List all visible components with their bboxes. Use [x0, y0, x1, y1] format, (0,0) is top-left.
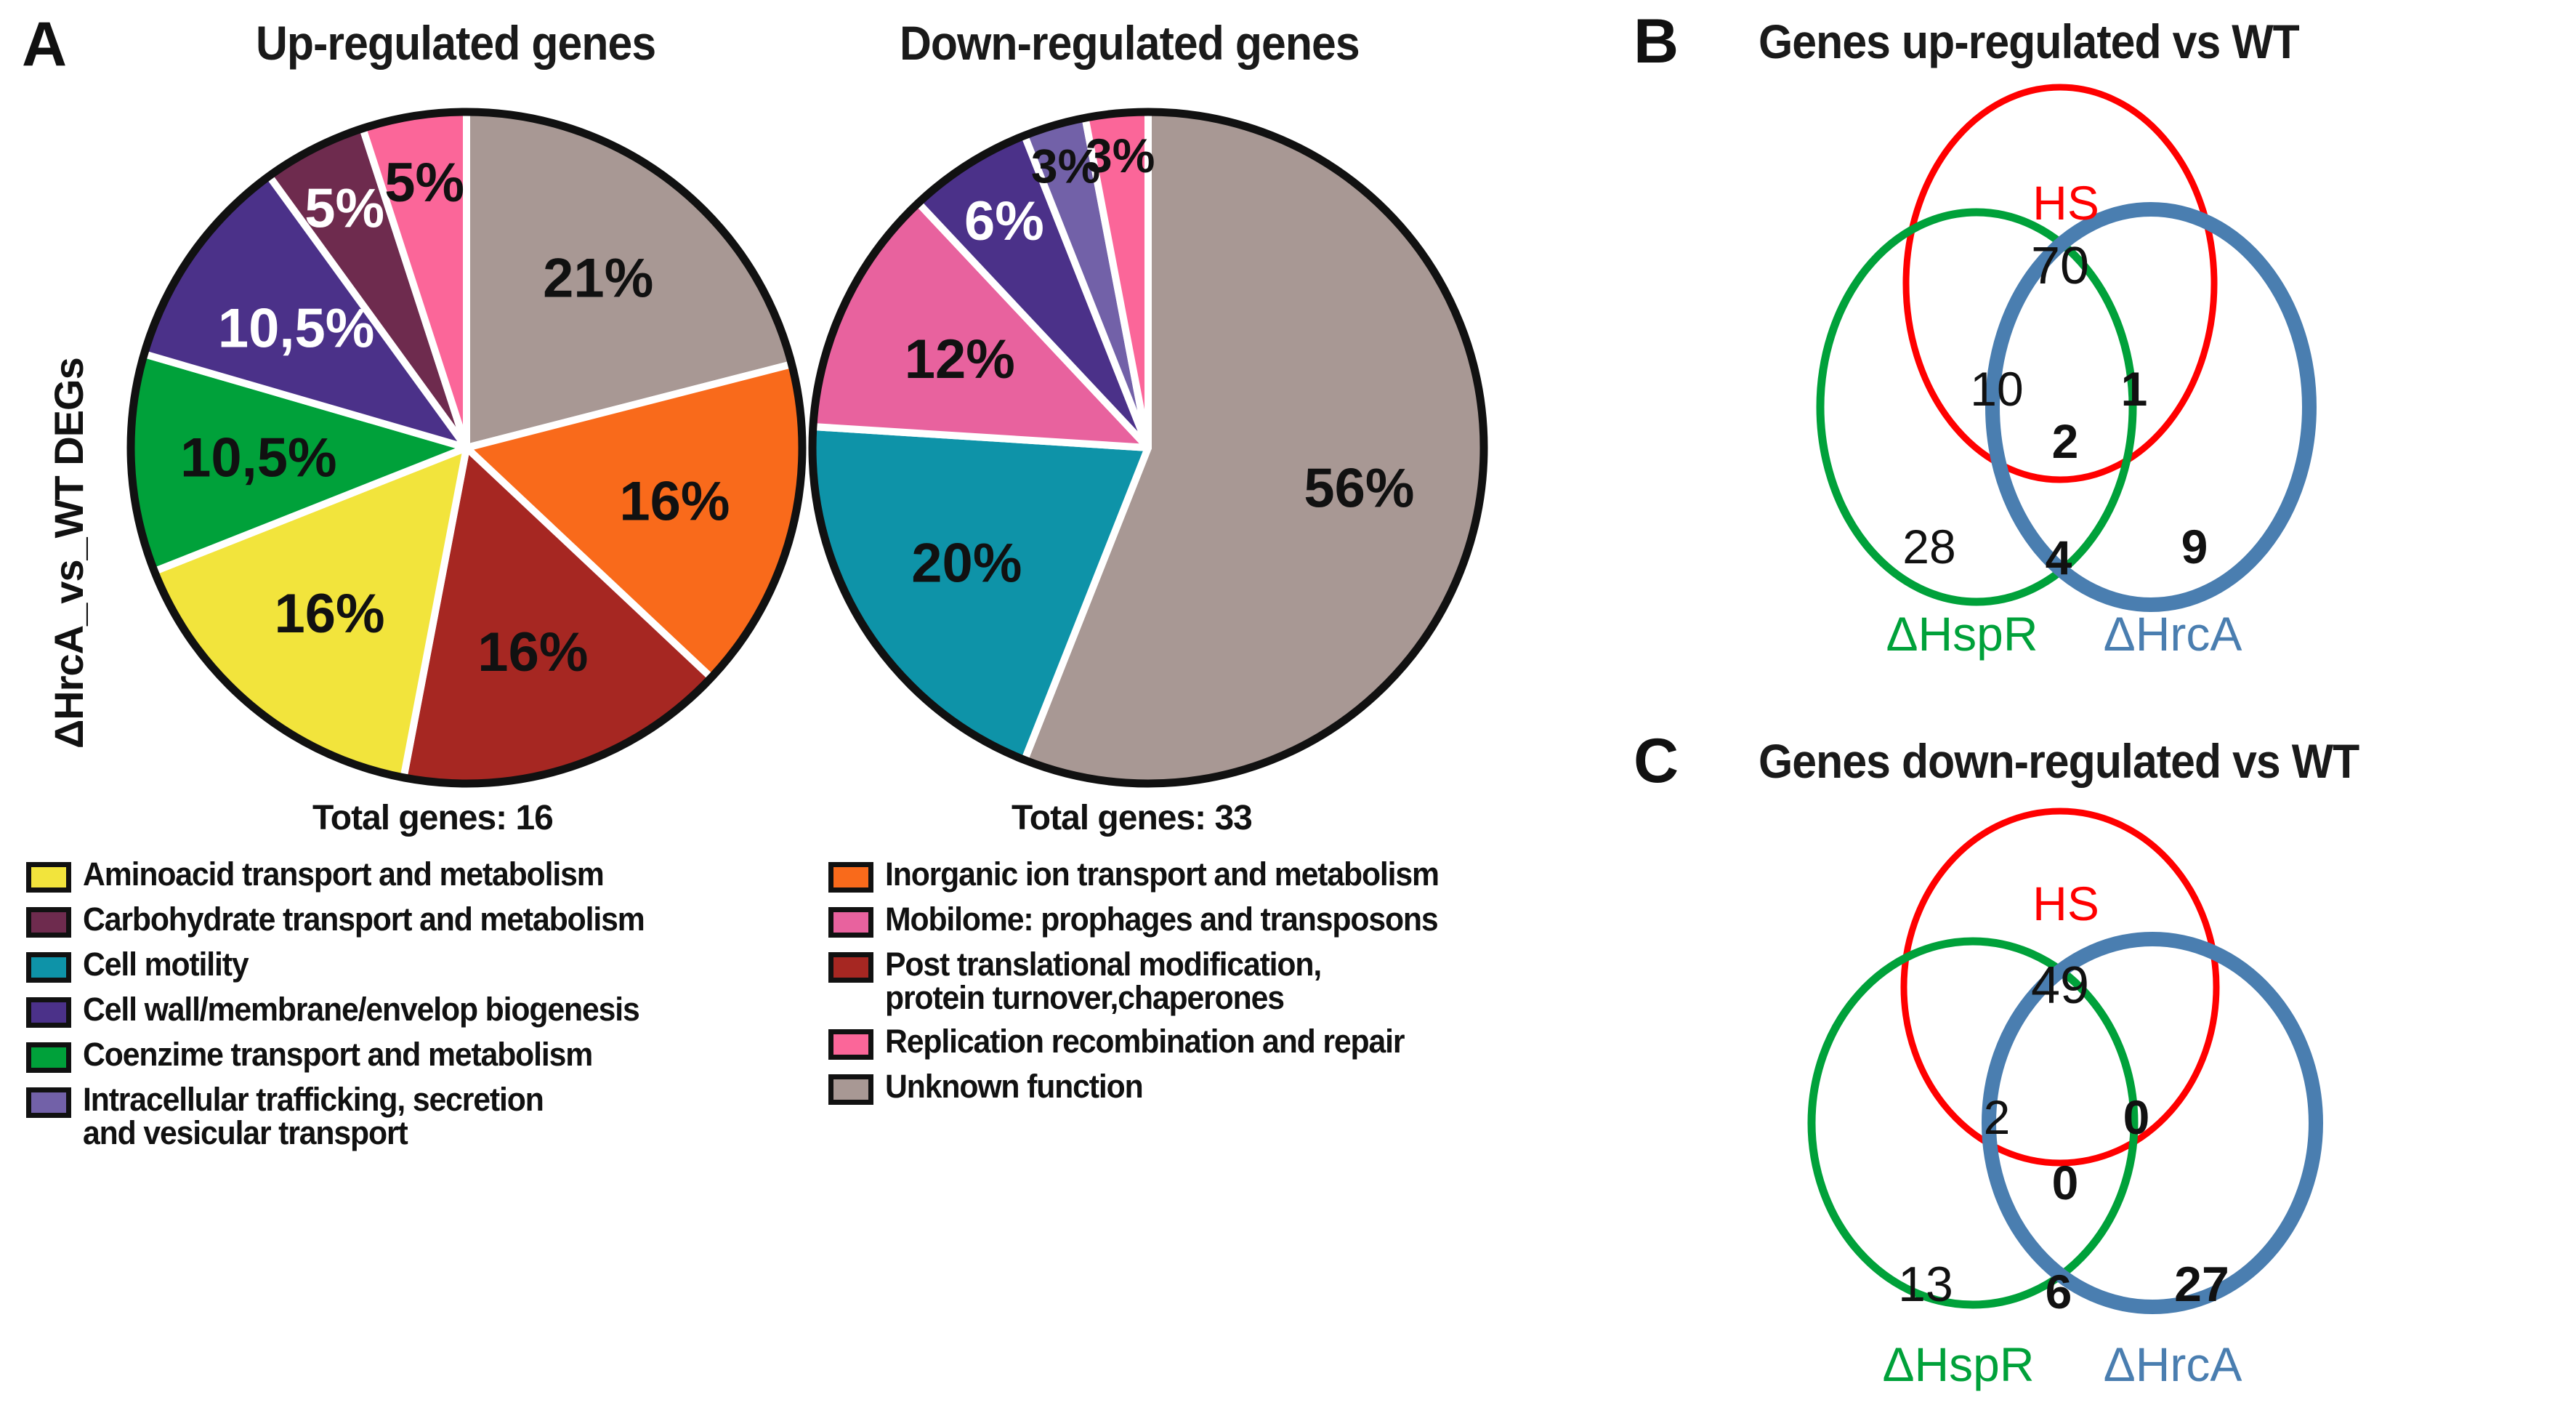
legend-item: Cell wall/membrane/envelop biogenesis	[26, 993, 811, 1028]
pie-up-regulated-svg: 21% 16% 16% 16% 10,5% 10,5% 5%5%	[126, 108, 807, 788]
legend-item: Intracellular trafficking, secretion and…	[26, 1083, 811, 1150]
legend-color-swatch	[26, 1087, 71, 1118]
venn-set-label: HS	[2032, 176, 2099, 230]
legend-color-swatch	[26, 1042, 71, 1073]
legend-color-swatch	[26, 862, 71, 893]
legend-color-swatch	[26, 952, 71, 983]
pie-title-up-regulated: Up-regulated genes	[256, 16, 656, 70]
venn-region-count: 28	[1902, 520, 1955, 573]
pie-slice-label: 16%	[619, 471, 730, 533]
pie-slice-label: 16%	[477, 621, 588, 683]
legend-item: Mobilome: prophages and transposons	[828, 903, 1584, 938]
venn-b-title: Genes up-regulated vs WT	[1759, 15, 2300, 68]
legend-item: Aminoacid transport and metabolism	[26, 858, 811, 893]
venn-set-label: ΔHrcA	[2104, 1337, 2242, 1391]
venn-circle-hspr	[1816, 208, 2137, 606]
pie-slice-label: 16%	[274, 583, 384, 645]
panel-letter-b: B	[1634, 7, 1679, 76]
pie-down-regulated-svg: 56%20%12%6%3%3%	[808, 108, 1488, 788]
legend-item-label: Coenzime transport and metabolism	[83, 1036, 593, 1073]
venn-circle-hs	[1902, 84, 2218, 483]
venn-region-count: 27	[2174, 1257, 2229, 1312]
pie-title-down-regulated: Down-regulated genes	[900, 16, 1360, 70]
pie-slice-label: 21%	[543, 247, 653, 309]
legend-item-label: Post translational modification, protein…	[885, 946, 1322, 1016]
legend-item-label: Aminoacid transport and metabolism	[83, 856, 605, 893]
venn-region-count: 70	[2031, 237, 2089, 295]
venn-b-svg: 70 10 12 28 4 9 HS ΔHspR ΔHrcA	[1816, 84, 2317, 661]
legend-item: Carbohydrate transport and metabolism	[26, 903, 811, 938]
pie-outline	[808, 108, 1488, 788]
legend-item-label: Replication recombination and repair	[885, 1022, 1405, 1060]
legend-color-swatch	[828, 862, 873, 893]
legend-item-label: Unknown function	[885, 1067, 1144, 1105]
legend-color-swatch	[828, 1074, 873, 1105]
legend-item: Unknown function	[828, 1067, 1584, 1105]
legend-item: Coenzime transport and metabolism	[26, 1038, 811, 1073]
venn-set-label: ΔHspR	[1882, 1337, 2034, 1391]
legend-color-swatch	[26, 907, 71, 938]
total-genes-up-regulated: Total genes: 16	[312, 799, 554, 837]
pie-slice-label: 5%	[304, 178, 384, 240]
venn-region-count: 4	[2046, 531, 2072, 584]
pie-slice-label: 56%	[1304, 457, 1414, 519]
pie-outline	[126, 108, 807, 788]
venn-region-count: 0	[2052, 1156, 2079, 1209]
pie-slice-label: 20%	[911, 532, 1022, 594]
legend-item-label: Inorganic ion transport and metabolism	[885, 856, 1440, 893]
pie-slice-label: 10,5%	[180, 427, 337, 488]
venn-region-count: 2	[2052, 414, 2079, 468]
legend-item-label: Carbohydrate transport and metabolism	[83, 901, 645, 938]
legend-item: Replication recombination and repair	[828, 1022, 1584, 1060]
venn-circle-hrca	[1982, 932, 2323, 1314]
venn-region-count: 49	[2031, 957, 2089, 1015]
legend-item: Post translational modification, protein…	[828, 948, 1584, 1015]
venn-c-title: Genes down-regulated vs WT	[1759, 734, 2359, 788]
legend-color-swatch	[828, 952, 873, 983]
venn-set-label: ΔHspR	[1886, 607, 2038, 661]
panel-letter-c: C	[1634, 726, 1679, 796]
pie-slice-label: 3%	[1031, 140, 1100, 193]
legend-color-swatch	[828, 907, 873, 938]
y-axis-label: ΔHrcA_vs_WT DEGs	[46, 358, 92, 749]
legend-item: Cell motility	[26, 948, 811, 983]
legend-color-swatch	[828, 1028, 873, 1060]
pie-chart-down-regulated: 56%20%12%6%3%3%	[799, 99, 1497, 797]
venn-circle-hs	[1900, 808, 2220, 1167]
legend-item-label: Cell motility	[83, 946, 249, 983]
venn-region-count: 13	[1898, 1257, 1953, 1312]
venn-circle-hspr	[1807, 937, 2139, 1309]
venn-region-count: 6	[2046, 1265, 2072, 1319]
legend-item-label: Mobilome: prophages and transposons	[885, 901, 1439, 938]
legend-item: Inorganic ion transport and metabolism	[828, 858, 1584, 893]
venn-region-count: 1	[2121, 362, 2148, 416]
venn-region-count: 10	[1970, 362, 2023, 416]
legend-color-swatch	[26, 997, 71, 1028]
venn-circle-hrca	[1985, 202, 2317, 612]
venn-region-count: 9	[2181, 520, 2208, 573]
venn-set-label: HS	[2032, 877, 2099, 930]
legend-item-label: Cell wall/membrane/envelop biogenesis	[83, 991, 640, 1028]
venn-set-label: ΔHrcA	[2104, 607, 2242, 661]
pie-slice-label: 12%	[905, 329, 1015, 390]
pie-slice-label: 5%	[384, 152, 464, 214]
venn-region-count: 0	[2123, 1090, 2150, 1144]
pie-slice-label: 10,5%	[218, 297, 374, 359]
pie-chart-up-regulated: 21% 16% 16% 16% 10,5% 10,5% 5%5%	[118, 99, 815, 797]
venn-region-count: 2	[1984, 1090, 2011, 1144]
pie-slice-label: 6%	[964, 190, 1044, 252]
panel-letter-a: A	[22, 9, 68, 79]
total-genes-down-regulated: Total genes: 33	[1012, 799, 1253, 837]
pie-slice-label: 3%	[1086, 129, 1155, 182]
legend-item-label: Intracellular trafficking, secretion and…	[83, 1081, 544, 1151]
